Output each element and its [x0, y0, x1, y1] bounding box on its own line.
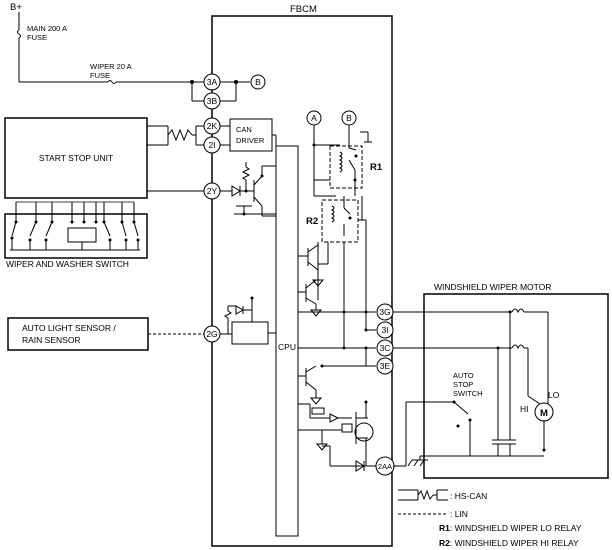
marker-a: A [306, 110, 322, 126]
relay-driver-transistors [298, 244, 328, 317]
relay-r1 [329, 125, 372, 196]
can-driver-label-1: CAN [236, 125, 252, 134]
connector-3G-label: 3G [379, 307, 390, 317]
main-fuse-label-1: MAIN 200 A [27, 24, 67, 33]
start-stop-input-circuit [220, 162, 276, 217]
legend-hs-can-symbol [398, 489, 448, 501]
connector-3I-label: 3I [381, 325, 388, 335]
connector-2K-label: 2K [207, 121, 218, 131]
wiper-washer-switch-box [4, 213, 148, 259]
legend: : HS-CAN : LIN R1: WINDSHIELD WIPER LO R… [398, 489, 582, 548]
legend-hs-can: : HS-CAN [450, 491, 487, 501]
main-fuse: MAIN 200 A FUSE [17, 12, 67, 82]
connector-2G-label: 2G [206, 329, 217, 339]
connector-3I: 3I [376, 321, 394, 339]
lin-transceiver [220, 296, 276, 345]
fbcm-title: FBCM [290, 4, 317, 15]
marker-b-relay: B [341, 110, 357, 126]
motor-lo-label: LO [548, 390, 560, 400]
connector-3C-label: 3C [380, 343, 391, 353]
windshield-wiper-motor-box [423, 293, 609, 479]
connector-3E-label: 3E [380, 361, 391, 371]
connector-2Y-label: 2Y [207, 186, 218, 196]
connector-2Y: 2Y [203, 182, 221, 200]
connector-3C: 3C [376, 339, 394, 357]
legend-lin: : LIN [450, 509, 468, 519]
relay-r2 [321, 196, 359, 243]
auto-stop-switch-label-3: SWITCH [453, 389, 483, 398]
marker-b-top: B [250, 74, 266, 90]
connector-2K: 2K [203, 117, 221, 135]
fbcm-box [211, 15, 393, 547]
connector-3A: 3A [203, 73, 221, 91]
main-fuse-label-2: FUSE [27, 33, 47, 42]
motor-hi-label: HI [520, 404, 529, 414]
connector-3B-label: 3B [207, 96, 218, 106]
connector-2G: 2G [203, 325, 221, 343]
marker-a-label: A [311, 113, 317, 123]
connector-2I-label: 2I [208, 140, 215, 150]
wiper-washer-switch-label: WIPER AND WASHER SWITCH [6, 259, 129, 269]
connector-2AA-label: 2AA [378, 462, 392, 471]
wiper-motor: M [534, 402, 554, 422]
can-driver-box [229, 118, 273, 152]
auto-stop-switch-label-1: AUTO [453, 371, 474, 380]
marker-b-relay-label: B [346, 113, 352, 123]
power-input [190, 80, 250, 102]
auto-light-sensor-label-1: AUTO LIGHT SENSOR / [22, 323, 116, 333]
legend-r2: R2: WINDSHIELD WIPER HI RELAY [439, 538, 579, 548]
auto-stop-switch-label-2: STOP [453, 380, 473, 389]
connector-3G: 3G [376, 303, 394, 321]
motor-wiring [393, 308, 549, 467]
wiper-fuse-label-1: WIPER 20 A [90, 62, 132, 71]
relay-r1-label: R1 [370, 162, 383, 173]
start-stop-unit-box [4, 117, 148, 199]
wiper-fuse: WIPER 20 A FUSE [19, 62, 192, 84]
can-driver-label-2: DRIVER [236, 136, 265, 145]
start-stop-unit-label: START STOP UNIT [39, 153, 113, 163]
output-wiring [298, 310, 376, 368]
auto-stop-input-circuit [298, 365, 376, 472]
battery-label: B+ [10, 2, 22, 13]
legend-r1: R1: WINDSHIELD WIPER LO RELAY [439, 523, 582, 533]
wiper-switch-internals [10, 201, 140, 251]
cpu-box [275, 145, 299, 537]
connector-2AA: 2AA [375, 456, 395, 476]
connector-3B: 3B [203, 92, 221, 110]
wiper-fuse-label-2: FUSE [90, 71, 110, 80]
relay-r2-label: R2 [306, 216, 318, 227]
auto-light-sensor-label-2: RAIN SENSOR [22, 335, 81, 345]
connector-3E: 3E [376, 357, 394, 375]
windshield-wiper-motor-label: WINDSHIELD WIPER MOTOR [434, 282, 551, 292]
connector-3A-label: 3A [207, 77, 218, 87]
motor-symbol-label: M [540, 408, 548, 419]
cpu-label: CPU [278, 342, 296, 352]
marker-b-top-label: B [255, 77, 261, 87]
hs-can-line [147, 125, 204, 146]
connector-2I: 2I [203, 136, 221, 154]
